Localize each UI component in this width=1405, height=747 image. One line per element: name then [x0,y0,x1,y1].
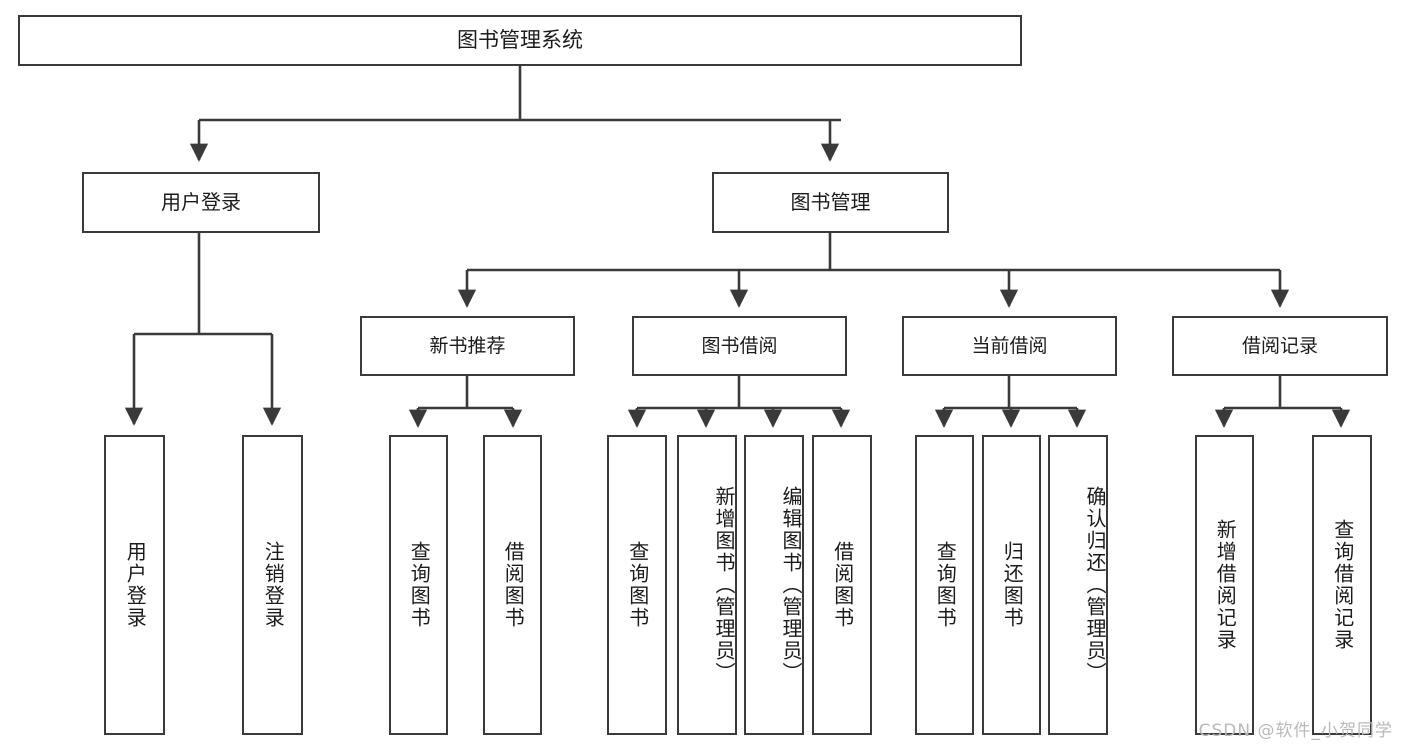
node-borrow-record-label: 借阅记录 [1241,334,1318,357]
leaf-record-add-record[interactable]: 新增借阅记录 [1195,435,1254,735]
leaf-current-return-book[interactable]: 归还图书 [982,435,1041,735]
leaf-record-query-record-label: 查询借阅记录 [1330,519,1355,651]
leaf-borrow-borrow-book-label: 借阅图书 [830,541,855,629]
leaf-borrow-query-book[interactable]: 查询图书 [607,435,667,735]
leaf-recommend-query-book[interactable]: 查询图书 [389,435,448,735]
node-new-book-recommend-label: 新书推荐 [429,334,506,357]
leaf-user-login-logout[interactable]: 注销登录 [242,435,303,735]
node-book-borrow[interactable]: 图书借阅 [632,316,847,376]
leaf-current-confirm-return-admin-label: 确认归还（管理员） [1083,486,1107,684]
leaf-borrow-edit-book-admin-label: 编辑图书（管理员） [779,486,803,684]
leaf-recommend-borrow-book-label: 借阅图书 [501,541,526,629]
leaf-current-query-book-label: 查询图书 [933,541,958,629]
node-user-login-label: 用户登录 [161,189,241,214]
leaf-record-query-record[interactable]: 查询借阅记录 [1312,435,1372,735]
node-borrow-record[interactable]: 借阅记录 [1172,316,1388,376]
node-book-borrow-label: 图书借阅 [701,334,778,357]
leaf-user-login-login-label: 用户登录 [123,541,148,629]
leaf-recommend-query-book-label: 查询图书 [407,541,432,629]
node-new-book-recommend[interactable]: 新书推荐 [360,316,575,376]
leaf-user-login-login[interactable]: 用户登录 [104,435,165,735]
leaf-current-query-book[interactable]: 查询图书 [915,435,974,735]
leaf-current-return-book-label: 归还图书 [1000,541,1025,629]
leaf-current-confirm-return-admin[interactable]: 确认归还（管理员） [1048,435,1108,735]
node-root[interactable]: 图书管理系统 [18,15,1022,66]
node-user-login[interactable]: 用户登录 [82,172,320,233]
leaf-user-login-logout-label: 注销登录 [261,541,286,629]
leaf-borrow-borrow-book[interactable]: 借阅图书 [812,435,872,735]
watermark: CSDN @软件_小贺同学 [1198,721,1393,741]
node-current-borrow[interactable]: 当前借阅 [902,316,1117,376]
node-book-management-label: 图书管理 [790,189,871,214]
leaf-record-add-record-label: 新增借阅记录 [1213,519,1238,651]
node-book-management[interactable]: 图书管理 [712,172,949,233]
node-root-label: 图书管理系统 [457,28,583,53]
leaf-borrow-edit-book-admin[interactable]: 编辑图书（管理员） [744,435,804,735]
leaf-borrow-query-book-label: 查询图书 [625,541,650,629]
leaf-borrow-add-book-admin[interactable]: 新增图书（管理员） [677,435,737,735]
node-current-borrow-label: 当前借阅 [971,334,1048,357]
leaf-recommend-borrow-book[interactable]: 借阅图书 [483,435,542,735]
leaf-borrow-add-book-admin-label: 新增图书（管理员） [712,486,736,684]
